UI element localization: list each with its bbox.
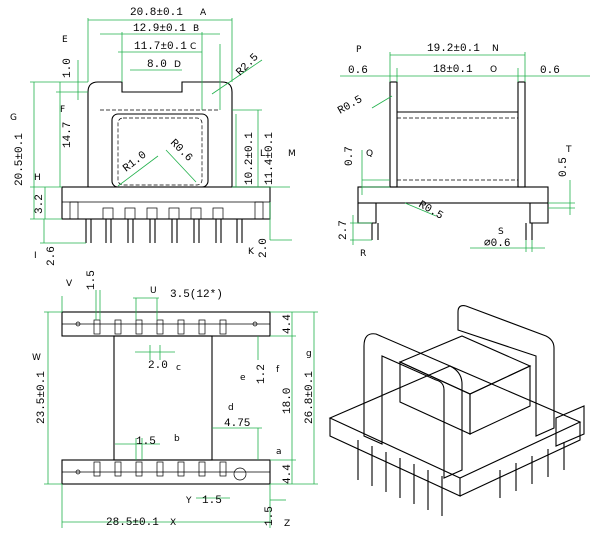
- side-foot-right: [529, 203, 549, 224]
- circle-N: N: [492, 44, 499, 54]
- dim-b: 1.5: [136, 436, 156, 448]
- top-view-core: [113, 335, 213, 461]
- front-window: [111, 113, 209, 188]
- front-base: [61, 186, 271, 220]
- dim-L: 10.2±0.1: [244, 132, 256, 185]
- side-flange-left: [389, 81, 398, 188]
- front-window-inner: [117, 117, 203, 186]
- circle-Z: Z: [284, 519, 290, 529]
- circle-D: D: [174, 60, 181, 70]
- side-dimensions: [340, 52, 590, 252]
- dim-G: 20.5±0.1: [14, 133, 26, 186]
- side-flange-right: [517, 81, 526, 188]
- circle-K: K: [248, 247, 255, 257]
- circle-A: A: [200, 8, 207, 18]
- circle-T: T: [565, 145, 572, 155]
- dim-X: 28.5±0.1: [106, 517, 159, 529]
- circle-B: B: [193, 24, 199, 34]
- isometric-view: [328, 305, 585, 516]
- dim-h-top: 4.4: [282, 314, 294, 334]
- iso-pins: [357, 440, 565, 516]
- dim-d: 4.75: [224, 418, 250, 430]
- side-view: P 0.6 19.2±0.1 N 18±0.1 O 0.6 R0.5 R0.5 …: [336, 43, 590, 259]
- circle-a: a: [276, 447, 282, 457]
- dim-C: 11.7±0.1: [134, 41, 187, 53]
- dim-S: ∅0.6: [484, 238, 510, 250]
- dim-Z: 1.5: [264, 506, 276, 526]
- circle-d: d: [228, 403, 234, 413]
- radius-2-5: R2.5: [234, 52, 261, 79]
- circle-E: E: [62, 35, 68, 45]
- dim-D: 8.0: [147, 59, 167, 71]
- dim-I: 2.6: [46, 246, 58, 266]
- circle-g: g: [306, 349, 312, 359]
- dim-B: 12.9±0.1: [133, 23, 186, 35]
- dim-O: 18±0.1: [433, 64, 473, 76]
- circle-I: I: [34, 251, 37, 261]
- dim-U: 3.5(12*): [170, 289, 223, 301]
- circle-S: S: [498, 227, 504, 237]
- circle-P: P: [356, 45, 362, 55]
- dim-F: 14.7: [62, 122, 74, 148]
- circle-G: G: [10, 113, 17, 123]
- radius-0-6: R0.6: [167, 137, 194, 164]
- front-view: 20.8±0.1 A 12.9±0.1 B 11.7±0.1 C 8.0 D R…: [10, 7, 296, 266]
- circle-F: F: [60, 105, 65, 115]
- top-view-dimensions: [44, 290, 318, 528]
- dim-K: 2.0: [258, 238, 270, 258]
- circle-b: b: [174, 434, 180, 444]
- dim-Q: 0.7: [344, 146, 356, 166]
- circle-X: X: [170, 518, 176, 528]
- circle-O: O: [490, 65, 497, 75]
- dim-P-right: 0.6: [540, 65, 560, 77]
- circle-e: e: [240, 373, 246, 383]
- dim-N: 19.2±0.1: [427, 43, 480, 55]
- top-view: V 1.5 U 3.5(12*) 2.0 c W 23.5±0.1 4.4 e …: [32, 270, 318, 529]
- dim-R: 2.7: [338, 220, 350, 240]
- dim-A: 20.8±0.1: [130, 7, 183, 19]
- circle-c: c: [176, 363, 181, 373]
- dim-c: 2.0: [148, 360, 168, 372]
- side-foot-left: [357, 203, 377, 224]
- front-pins: [69, 201, 264, 243]
- radius-0-5-top: R0.5: [336, 94, 365, 118]
- circle-W: W: [32, 353, 41, 363]
- radius-1-0: R1.0: [121, 149, 149, 175]
- front-dimensions: [30, 18, 292, 244]
- dim-e: 1.2: [256, 364, 268, 384]
- dim-Y: 1.5: [202, 495, 222, 507]
- circle-L: L: [260, 149, 265, 159]
- dim-h-bottom: 4.4: [282, 464, 294, 484]
- dim-H: 3.2: [34, 194, 46, 214]
- dim-g: 26.8±0.1: [304, 371, 316, 424]
- circle-V: V: [66, 279, 73, 289]
- dim-E: 1.0: [62, 58, 74, 78]
- dim-P-left: 0.6: [348, 65, 368, 77]
- circle-Q: Q: [366, 149, 373, 159]
- circle-M: M: [288, 149, 296, 159]
- circle-C: C: [190, 42, 196, 52]
- circle-R: R: [360, 249, 366, 259]
- dim-V: 1.5: [86, 270, 98, 290]
- dim-M: 11.4±0.1: [264, 132, 276, 185]
- circle-U: U: [150, 286, 157, 296]
- side-base: [357, 186, 549, 204]
- circle-H: H: [34, 173, 41, 183]
- dim-f: 18.0: [282, 388, 294, 414]
- circle-f: f: [276, 365, 280, 375]
- top-view-slots: [75, 319, 258, 481]
- front-cap-outline: [87, 81, 233, 187]
- dim-T: 0.5: [558, 157, 570, 177]
- dim-W: 23.5±0.1: [36, 371, 48, 424]
- circle-Y: Y: [185, 496, 192, 506]
